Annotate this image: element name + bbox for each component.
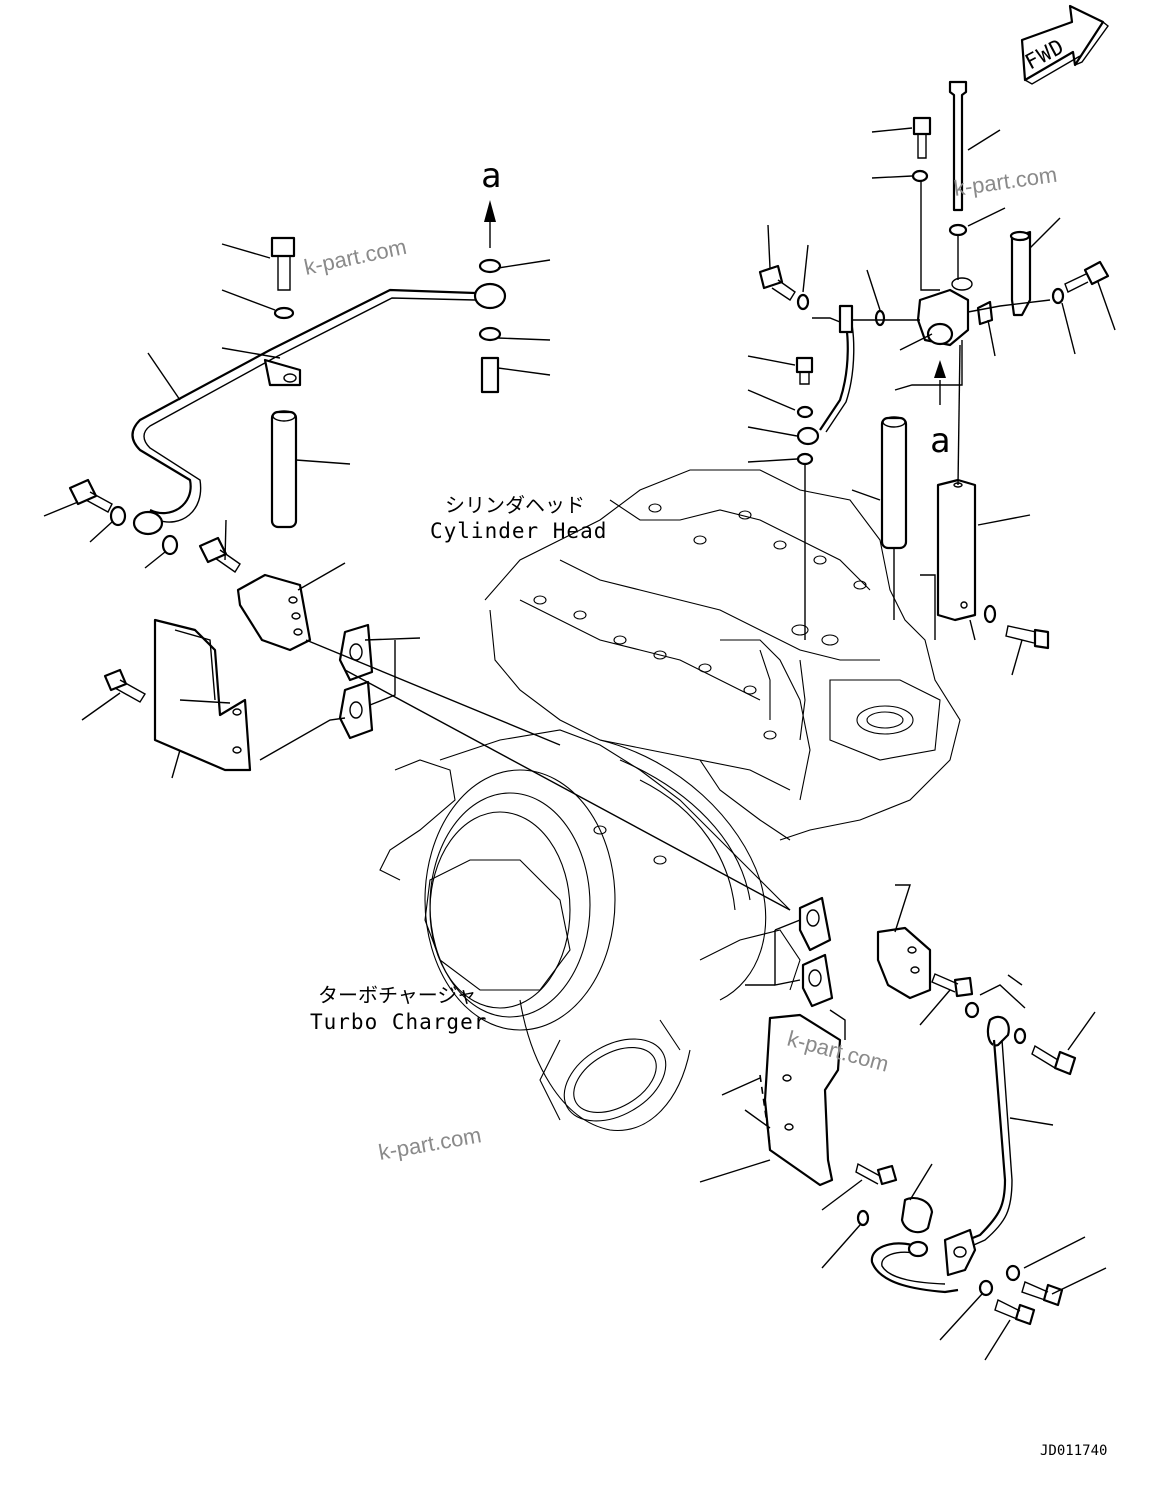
drawing-code: JD011740 <box>1040 1443 1107 1459</box>
fwd-direction-arrow: FWD <box>1020 4 1109 85</box>
cylinder-head-outline <box>484 469 961 841</box>
left-hardware <box>43 236 561 779</box>
left-oil-tube <box>131 282 507 536</box>
watermark: k-part.com <box>302 234 409 280</box>
section-mark-top: a <box>481 156 501 196</box>
turbo-charger-label-jp: ターボチャージャ <box>318 983 476 1007</box>
cylinder-head-label-jp: シリンダヘッド <box>445 493 585 517</box>
section-mark-right: a <box>930 421 950 461</box>
watermark: k-part.com <box>952 162 1058 201</box>
cylinder-head-label-en: Cylinder Head <box>430 519 607 543</box>
right-bottom-assembly <box>344 669 1107 1361</box>
watermark: k-part.com <box>377 1122 484 1165</box>
right-top-assembly <box>484 80 1116 676</box>
turbocharger-outline <box>379 729 801 1131</box>
turbo-charger-label-en: Turbo Charger <box>310 1010 487 1034</box>
